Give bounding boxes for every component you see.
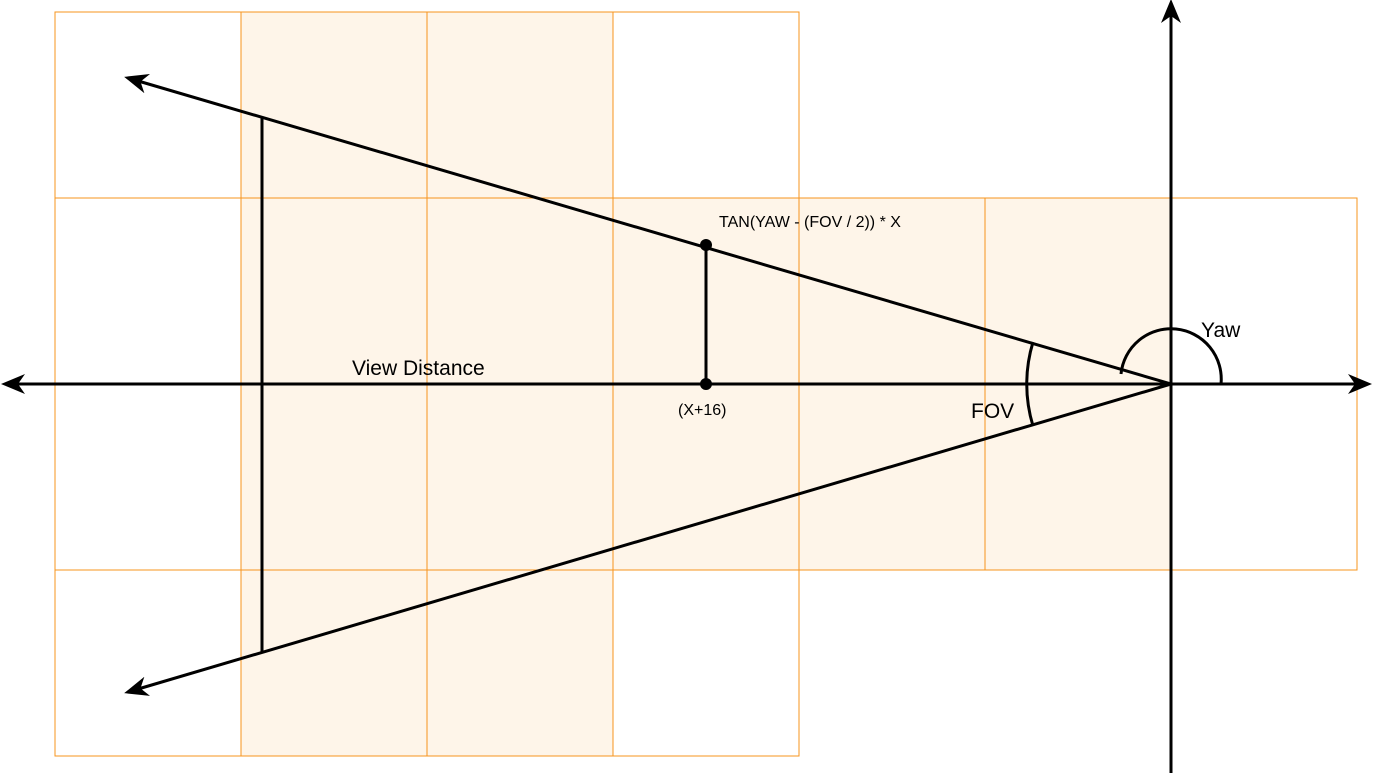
point-marker-icon: [700, 239, 712, 251]
grid-cell: [1170, 197, 1358, 385]
grid-cell: [54, 383, 242, 571]
chunk-grid: [54, 11, 1358, 757]
grid-cell: [984, 383, 1172, 571]
grid-cell: [240, 197, 428, 385]
grid-cell: [240, 569, 428, 757]
x-plus-16-label: (X+16): [678, 402, 726, 419]
fov-ray-upper: [124, 74, 1172, 386]
fov-label: FOV: [971, 400, 1014, 423]
point-marker-icon: [700, 378, 712, 390]
fov-angle-arc: [1025, 341, 1035, 427]
grid-cell: [426, 11, 614, 199]
grid-cell: [426, 383, 614, 571]
grid-cell: [54, 11, 242, 199]
fov-ray-lower: [124, 382, 1172, 696]
grid-cell: [426, 569, 614, 757]
grid-cell: [1170, 383, 1358, 571]
grid-cell: [798, 383, 986, 571]
grid-cell: [612, 569, 800, 757]
yaw-label: Yaw: [1201, 319, 1241, 342]
grid-cell: [984, 197, 1172, 385]
grid-cell: [612, 11, 800, 199]
grid-cell: [240, 11, 428, 199]
yaw-angle-arc: [1119, 327, 1223, 385]
view-distance-label: View Distance: [352, 357, 485, 380]
grid-cell: [426, 197, 614, 385]
grid-cell: [240, 383, 428, 571]
formula-label: TAN(YAW - (FOV / 2)) * X: [719, 214, 901, 231]
grid-cell: [54, 197, 242, 385]
grid-cell: [54, 569, 242, 757]
